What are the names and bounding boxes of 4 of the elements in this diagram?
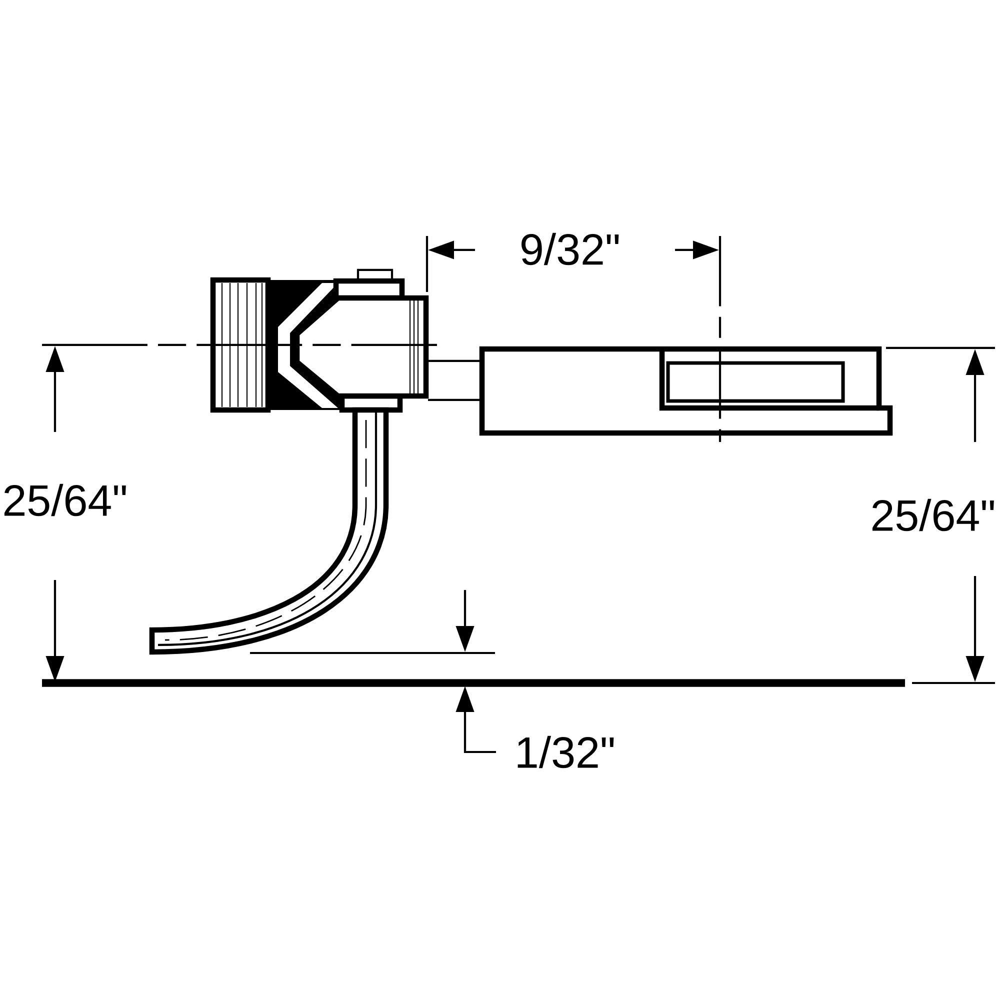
dimension-label: 9/32" [522, 232, 619, 266]
dimension-label: 1/32" [518, 736, 614, 768]
dimension-label: 25/64" [872, 498, 994, 532]
dimension-label: 25/64" [4, 484, 126, 516]
